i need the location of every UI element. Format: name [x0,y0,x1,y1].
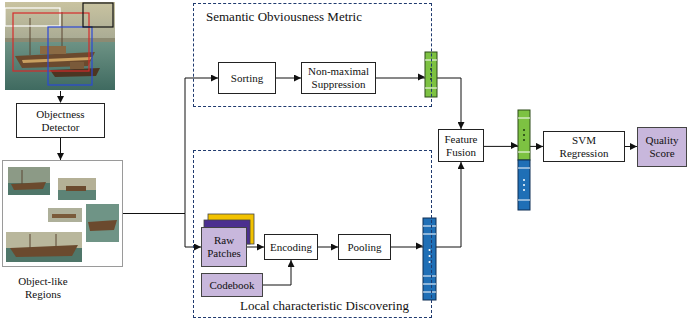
process-box: SVM Regression [543,131,625,162]
region-thumbnails [6,167,119,262]
process-box: Non-maximal Suppression [301,62,376,94]
box-label: Feature Fusion [442,133,480,158]
connector-arrow [263,260,291,285]
module-group: Semantic Obviousness MetricSorting Non-ma… [193,3,432,107]
output-box: Quality Score [637,127,687,167]
connector-arrow [123,214,201,248]
connector-arrow [391,162,461,247]
input-arrow [57,91,64,103]
connector-arrow [60,138,61,160]
box-label: Objectness Detector [20,108,101,133]
group-title: Local characteristic Discovering [240,299,409,314]
process-box: Sorting [218,62,276,94]
codebook-box: Codebook [201,273,263,297]
input-photo [5,2,115,90]
group-title: Semantic Obviousness Metric [206,10,362,25]
box-label: Codebook [209,279,254,292]
box-label: Encoding [270,241,312,254]
patch-box: Raw Patches [201,227,247,267]
connector-arrow [625,146,637,147]
box-label: Sorting [231,72,263,85]
connector-arrow [376,78,461,129]
box-label: SVM Regression [547,134,621,159]
connector-arrow [247,247,264,248]
process-box: Pooling [338,234,391,260]
process-box: Objectness Detector [16,103,105,138]
process-box: Feature Fusion [438,129,484,162]
region-label: Object-like Regions [3,275,83,301]
region-panel: Object-like Regions [2,160,123,267]
blue-vector [416,218,436,300]
module-group: Local characteristic Discovering Raw Patc… [193,150,432,318]
box-label: Pooling [347,241,381,254]
process-box: Encoding [264,234,318,260]
green-vector [418,52,437,97]
box-label: Quality Score [641,134,683,159]
fused-vector [511,110,530,210]
connector-arrow [276,78,301,79]
box-label: Raw Patches [205,234,243,259]
connector-arrow [123,78,218,214]
connector-arrow [318,247,338,248]
box-label: Non-maximal Suppression [305,65,372,90]
